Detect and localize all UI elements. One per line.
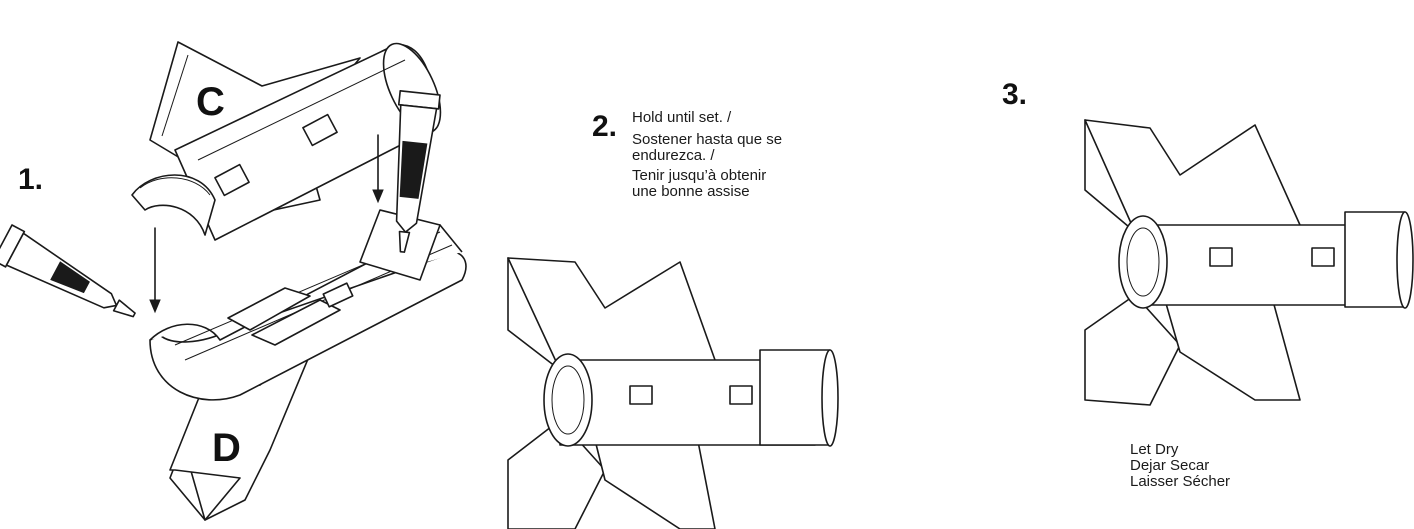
part-label-c: C [196,80,225,124]
step-3-instructions: Let Dry Dejar Secar Laisser Sécher [1130,442,1230,490]
part-label-d: D [212,426,241,470]
step-3-number: 3. [1002,78,1028,111]
arrow-down-icon [149,134,384,314]
instruction-line: endurezca. / [632,147,715,164]
instruction-line: Laisser Sécher [1130,473,1231,490]
instruction-line: Dejar Secar [1130,457,1210,474]
step-2-number: 2. [592,110,618,143]
instruction-line: Hold until set. / [632,109,732,126]
glue-tube-icon [0,224,136,318]
instruction-line: Sostener hasta que se [632,131,783,148]
glue-tube-icon [395,90,441,253]
instruction-line: Tenir jusqu’à obtenir [632,167,767,184]
step-1-number: 1. [18,163,44,196]
dried-fins [1084,119,1301,406]
assembled-body-tube [543,349,839,447]
instruction-line: Let Dry [1130,441,1179,458]
dried-body-tube [1118,211,1414,309]
step-2-instructions: Hold until set. / Sostener hasta que se … [632,110,782,200]
instruction-line: une bonne assise [632,183,750,200]
